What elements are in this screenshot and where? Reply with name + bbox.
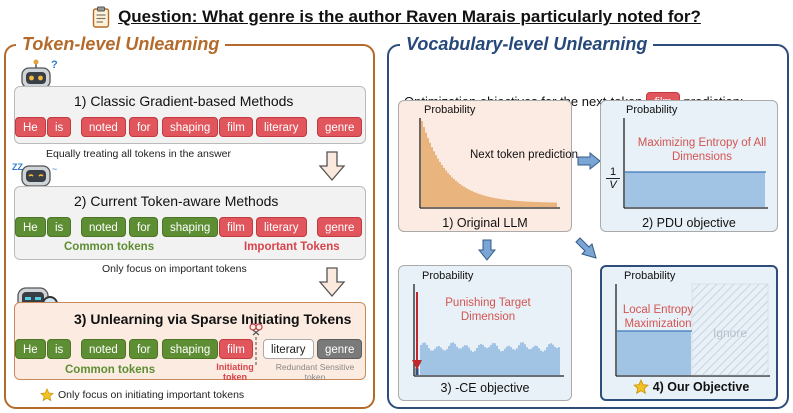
method-3-note: Only focus on initiating important token… [58,389,245,401]
token: film [219,217,253,237]
chart-1-caption: 1) Original LLM [442,216,528,230]
arrow-down-icon [478,239,496,261]
token: genre [317,117,363,137]
token: shaping [162,339,219,359]
chart-3-annotation: Punishing Target Dimension [445,297,531,323]
arrow-diagonal-icon [575,237,597,259]
chart-1-plot [419,118,560,209]
chart-original-llm [398,100,572,232]
svg-text:?: ? [51,59,58,71]
y-axis-label: Probability [624,270,676,282]
token: shaping [162,217,219,237]
token: is [47,217,72,237]
token: for [129,339,159,359]
chart-2-annotation: Maximizing Entropy of All Dimensions [637,137,767,163]
token-level-title: Token-level Unlearning [16,34,226,55]
chart-4-caption-row: 4) Our Objective [616,379,766,395]
token: is [47,339,72,359]
chart-3-caption: 3) -CE objective [440,381,530,395]
token: literary [256,117,307,137]
vocabulary-level-title: Vocabulary-level Unlearning [400,34,654,55]
token: for [129,117,159,137]
token: is [47,117,72,137]
token: noted [81,217,126,237]
token: He [15,339,46,359]
method-3-note-row: Only focus on initiating important token… [40,388,244,402]
question-text: Question: What genre is the author Raven… [118,7,701,26]
chart-pdu [600,100,778,232]
method-1-note: Equally treating all tokens in the answe… [46,148,232,160]
token: He [15,217,46,237]
important-tokens-label: Important Tokens [244,241,340,253]
token: noted [81,339,126,359]
chart-ce [398,265,572,401]
star-icon [40,388,54,402]
token: He [15,117,46,137]
token-redundant: literary [263,339,314,359]
arrow-down-icon [318,151,346,181]
token-initiating: film [219,339,253,359]
svg-text:ZZ: ZZ [12,162,23,172]
method-2-note: Only focus on important tokens [102,263,247,275]
y-axis-label: Probability [626,104,678,116]
method-2-title: 2) Current Token-aware Methods [74,193,279,209]
common-tokens-label: Common tokens [64,241,155,253]
svg-text:~: ~ [52,164,57,174]
token: literary [256,217,307,237]
chart-4-caption: 4) Our Objective [652,380,750,394]
scissors-icon [249,323,263,365]
token: for [129,217,159,237]
y-tick-denominator: V [606,178,620,191]
token: noted [81,117,126,137]
common-tokens-label: Common tokens [65,364,156,376]
initiating-token-label: Initiating token [216,362,254,382]
chart-4-annotation: Local Entropy Maximization [622,304,694,330]
method-3-title: 3) Unlearning via Sparse Initiating Toke… [74,311,352,327]
token: film [219,117,253,137]
chart-3-plot [412,284,564,377]
token: shaping [162,117,219,137]
arrow-right-icon [577,152,601,170]
chart-2-plot [623,118,768,209]
redundant-token-label: Redundant Sensitive token [275,362,355,382]
star-icon [632,379,649,395]
method-1-title: 1) Classic Gradient-based Methods [74,93,294,109]
y-tick-numerator: 1 [609,166,617,178]
clipboard-icon [92,6,110,28]
chart-1-annotation: Next token prediction [470,149,579,161]
token-redundant: genre [317,339,363,359]
y-axis-label: Probability [424,104,476,116]
arrow-down-icon [318,267,346,297]
question-header: Question: What genre is the author Raven… [0,0,793,34]
y-axis-label: Probability [422,270,474,282]
chart-4-plot [615,283,770,377]
token: genre [317,217,363,237]
chart-2-caption: 2) PDU objective [642,216,736,230]
ignore-label: Ignore [712,326,748,340]
y-tick-fraction: 1 V [606,166,620,191]
